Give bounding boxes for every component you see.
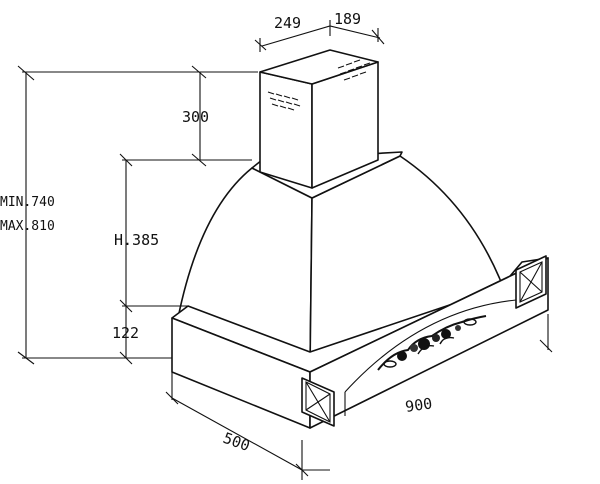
floral-ornament-icon <box>377 315 487 371</box>
chimney-duct <box>259 49 379 189</box>
dim-duct-height: 300 <box>182 108 209 126</box>
dim-depth: 500 <box>221 429 253 455</box>
dim-max-height: MAX.810 <box>0 219 55 234</box>
cross-panel-icon <box>301 377 335 427</box>
dimension-lines <box>17 20 553 480</box>
cross-panel-icon <box>515 255 547 309</box>
hood-base <box>171 255 549 429</box>
dim-duct-width: 249 <box>274 14 301 32</box>
dim-duct-depth: 189 <box>334 10 361 28</box>
dim-hood-height: H.385 <box>114 231 159 249</box>
dim-min-height: MIN.740 <box>0 195 55 210</box>
vent-slots-icon <box>267 91 301 111</box>
vent-slots-icon <box>337 59 371 81</box>
dim-width: 900 <box>404 394 433 416</box>
dim-base-height: 122 <box>112 324 139 342</box>
